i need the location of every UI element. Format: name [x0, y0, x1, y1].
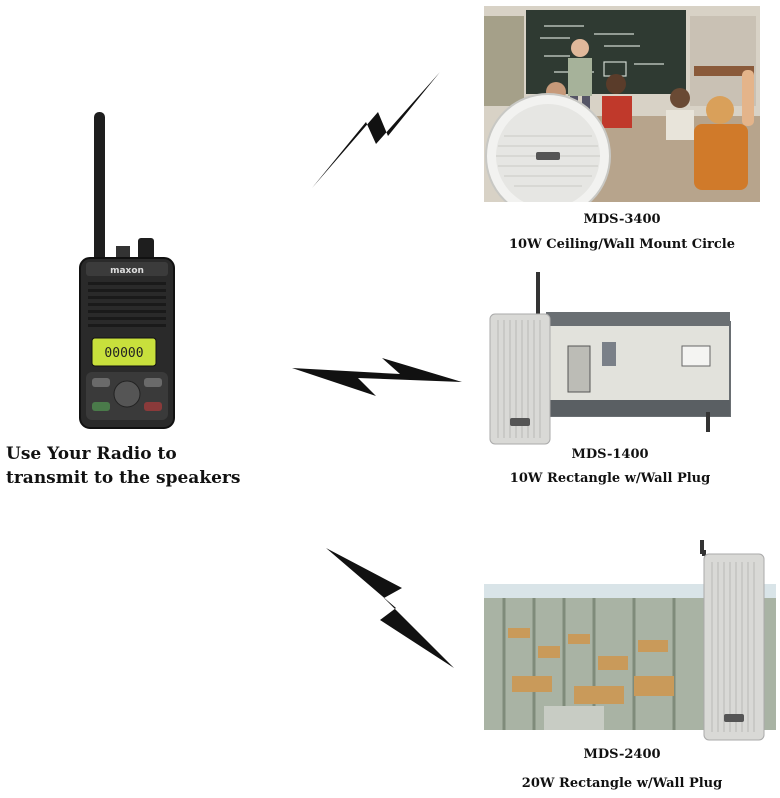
classroom-ceiling-speaker-image	[484, 6, 760, 202]
handheld-radio-image: maxon 00000	[79, 112, 175, 429]
trailer-column-speaker-image	[489, 272, 731, 445]
speaker-model-label: MDS-1400	[571, 447, 649, 462]
speaker-description-label: 20W Rectangle w/Wall Plug	[521, 776, 723, 791]
radio-caption: Use Your Radio to transmit to the speake…	[6, 442, 286, 490]
radio-caption-line2: transmit to the speakers	[6, 468, 241, 488]
radio-caption-line1: Use Your Radio to	[6, 444, 177, 464]
lightning-bolt-icon	[312, 72, 440, 188]
speaker-model-label: MDS-2400	[583, 747, 661, 762]
warehouse-column-speaker-image	[484, 540, 776, 741]
lightning-bolt-icon	[326, 548, 454, 668]
speaker-description-label: 10W Ceiling/Wall Mount Circle	[509, 237, 735, 252]
radio-lcd-readout: 00000	[104, 346, 143, 361]
speaker-description-label: 10W Rectangle w/Wall Plug	[509, 471, 711, 486]
speaker-model-label: MDS-3400	[583, 212, 661, 227]
radio-brand-label: maxon	[110, 266, 144, 276]
lightning-bolt-icon	[292, 358, 462, 396]
